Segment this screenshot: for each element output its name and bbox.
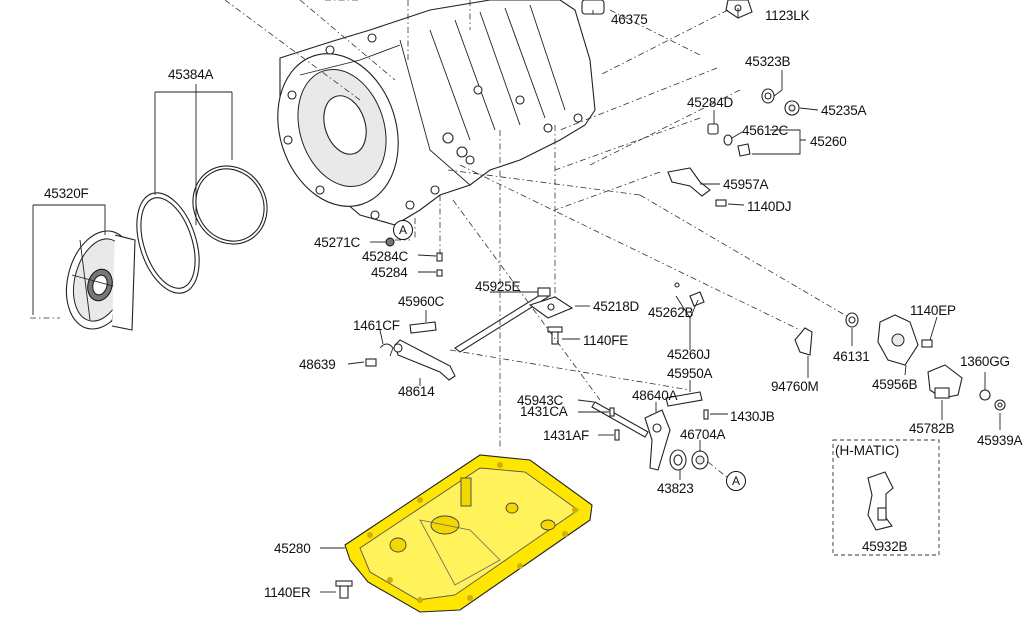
label-48614[interactable]: 48614 bbox=[398, 384, 435, 399]
seal-43823[interactable] bbox=[669, 449, 687, 471]
label-45956B[interactable]: 45956B bbox=[872, 377, 918, 392]
bolt-1140FE[interactable] bbox=[547, 326, 563, 345]
reference-circle-a-upper[interactable]: A bbox=[393, 220, 413, 240]
bracket-45957A[interactable] bbox=[667, 167, 711, 197]
detent-45262B[interactable] bbox=[674, 282, 705, 307]
label-45939A[interactable]: 45939A bbox=[977, 433, 1023, 448]
plate-45950A[interactable] bbox=[665, 391, 703, 407]
plug-45235A[interactable] bbox=[784, 100, 800, 116]
bolt-1140DJ[interactable] bbox=[715, 199, 727, 207]
label-1431AF[interactable]: 1431AF bbox=[543, 428, 590, 443]
pin-45284C[interactable] bbox=[436, 252, 443, 262]
label-45218D[interactable]: 45218D bbox=[593, 299, 640, 314]
oring-46131[interactable] bbox=[845, 312, 859, 328]
label-45280[interactable]: 45280 bbox=[274, 541, 311, 556]
label-45284[interactable]: 45284 bbox=[371, 265, 408, 280]
label-45235A[interactable]: 45235A bbox=[821, 103, 867, 118]
label-45925E[interactable]: 45925E bbox=[475, 279, 521, 294]
label-45950A[interactable]: 45950A bbox=[667, 366, 713, 381]
pin-45284D[interactable] bbox=[707, 123, 719, 135]
lever-48640A[interactable] bbox=[644, 409, 671, 471]
label-45260J[interactable]: 45260J bbox=[667, 347, 711, 362]
label-45943C[interactable]: 45943C bbox=[517, 393, 564, 408]
shift-rod-45925E[interactable] bbox=[454, 287, 551, 353]
label-45284C[interactable]: 45284C bbox=[362, 249, 409, 264]
leader-lines bbox=[32, 8, 1001, 593]
bracket-94760M[interactable] bbox=[794, 327, 813, 356]
detent-spring-48614[interactable] bbox=[393, 339, 456, 381]
sensor-45782B[interactable] bbox=[927, 364, 963, 399]
label-46704A[interactable]: 46704A bbox=[680, 427, 726, 442]
label-45271C[interactable]: 45271C bbox=[314, 235, 361, 250]
label-43823[interactable]: 43823 bbox=[657, 481, 694, 496]
label-1461CF[interactable]: 1461CF bbox=[353, 318, 400, 333]
label-1140DJ[interactable]: 1140DJ bbox=[747, 199, 792, 214]
bolt-1430JB[interactable] bbox=[703, 409, 709, 420]
clip-1461CF[interactable] bbox=[379, 343, 394, 357]
reference-circle-a-lower[interactable]: A bbox=[726, 471, 746, 491]
pin-1431CA[interactable] bbox=[609, 407, 615, 417]
bushing-46704A[interactable] bbox=[691, 450, 709, 470]
label-48640A[interactable]: 48640A bbox=[632, 388, 678, 403]
plug-45271C[interactable] bbox=[385, 237, 395, 247]
washer-45323B[interactable] bbox=[761, 88, 775, 104]
transmission-case[interactable] bbox=[259, 0, 596, 226]
label-1431CA[interactable]: 1431CA bbox=[520, 404, 568, 419]
label-45323B[interactable]: 45323B bbox=[745, 54, 791, 69]
hmatic-title: (H-MATIC) bbox=[835, 443, 900, 458]
label-45262B[interactable]: 45262B bbox=[648, 305, 694, 320]
pin-1431AF[interactable] bbox=[614, 429, 620, 441]
label-45384A[interactable]: 45384A bbox=[168, 67, 214, 82]
bolt-1140EP[interactable] bbox=[921, 339, 933, 348]
label-46375[interactable]: 46375 bbox=[611, 12, 648, 27]
label-45320F[interactable]: 45320F bbox=[44, 186, 89, 201]
seal-rings-45384A[interactable] bbox=[125, 152, 281, 301]
label-45612C[interactable]: 45612C bbox=[742, 123, 789, 138]
label-45260[interactable]: 45260 bbox=[810, 134, 847, 149]
label-1140ER[interactable]: 1140ER bbox=[264, 585, 311, 600]
label-45957A[interactable]: 45957A bbox=[723, 177, 769, 192]
bolt-1140ER[interactable] bbox=[335, 580, 353, 599]
pin-45960C[interactable] bbox=[409, 321, 437, 334]
oil-pan-45280[interactable] bbox=[344, 454, 593, 613]
label-45932B[interactable]: 45932B bbox=[862, 539, 908, 554]
label-1140FE[interactable]: 1140FE bbox=[583, 333, 629, 348]
pin-45284[interactable] bbox=[436, 269, 443, 277]
hmatic-box bbox=[832, 439, 940, 556]
label-48639[interactable]: 48639 bbox=[299, 357, 336, 372]
label-45960C[interactable]: 45960C bbox=[398, 294, 445, 309]
oring-45612C[interactable] bbox=[723, 134, 733, 146]
bolt-48639[interactable] bbox=[365, 358, 377, 367]
label-1430JB[interactable]: 1430JB bbox=[730, 409, 775, 424]
plug-45260[interactable] bbox=[737, 143, 751, 157]
label-1123LK[interactable]: 1123LK bbox=[765, 8, 810, 23]
label-46131[interactable]: 46131 bbox=[833, 349, 870, 364]
top-bolt-group[interactable] bbox=[581, 0, 753, 19]
label-94760M[interactable]: 94760M bbox=[771, 379, 819, 394]
label-1140EP[interactable]: 1140EP bbox=[910, 303, 956, 318]
nut-1360GG[interactable] bbox=[979, 389, 991, 401]
label-45782B[interactable]: 45782B bbox=[909, 421, 955, 436]
label-1360GG[interactable]: 1360GG bbox=[960, 354, 1010, 369]
nut-45939A[interactable] bbox=[994, 399, 1006, 411]
assembly-lines bbox=[30, 0, 851, 479]
manual-shaft-45943C[interactable] bbox=[591, 401, 649, 438]
label-45284D[interactable]: 45284D bbox=[687, 95, 734, 110]
inhibitor-switch-45956B[interactable] bbox=[877, 314, 919, 366]
oil-pump-45320F[interactable] bbox=[56, 223, 144, 336]
bracket-45218D[interactable] bbox=[528, 296, 574, 319]
